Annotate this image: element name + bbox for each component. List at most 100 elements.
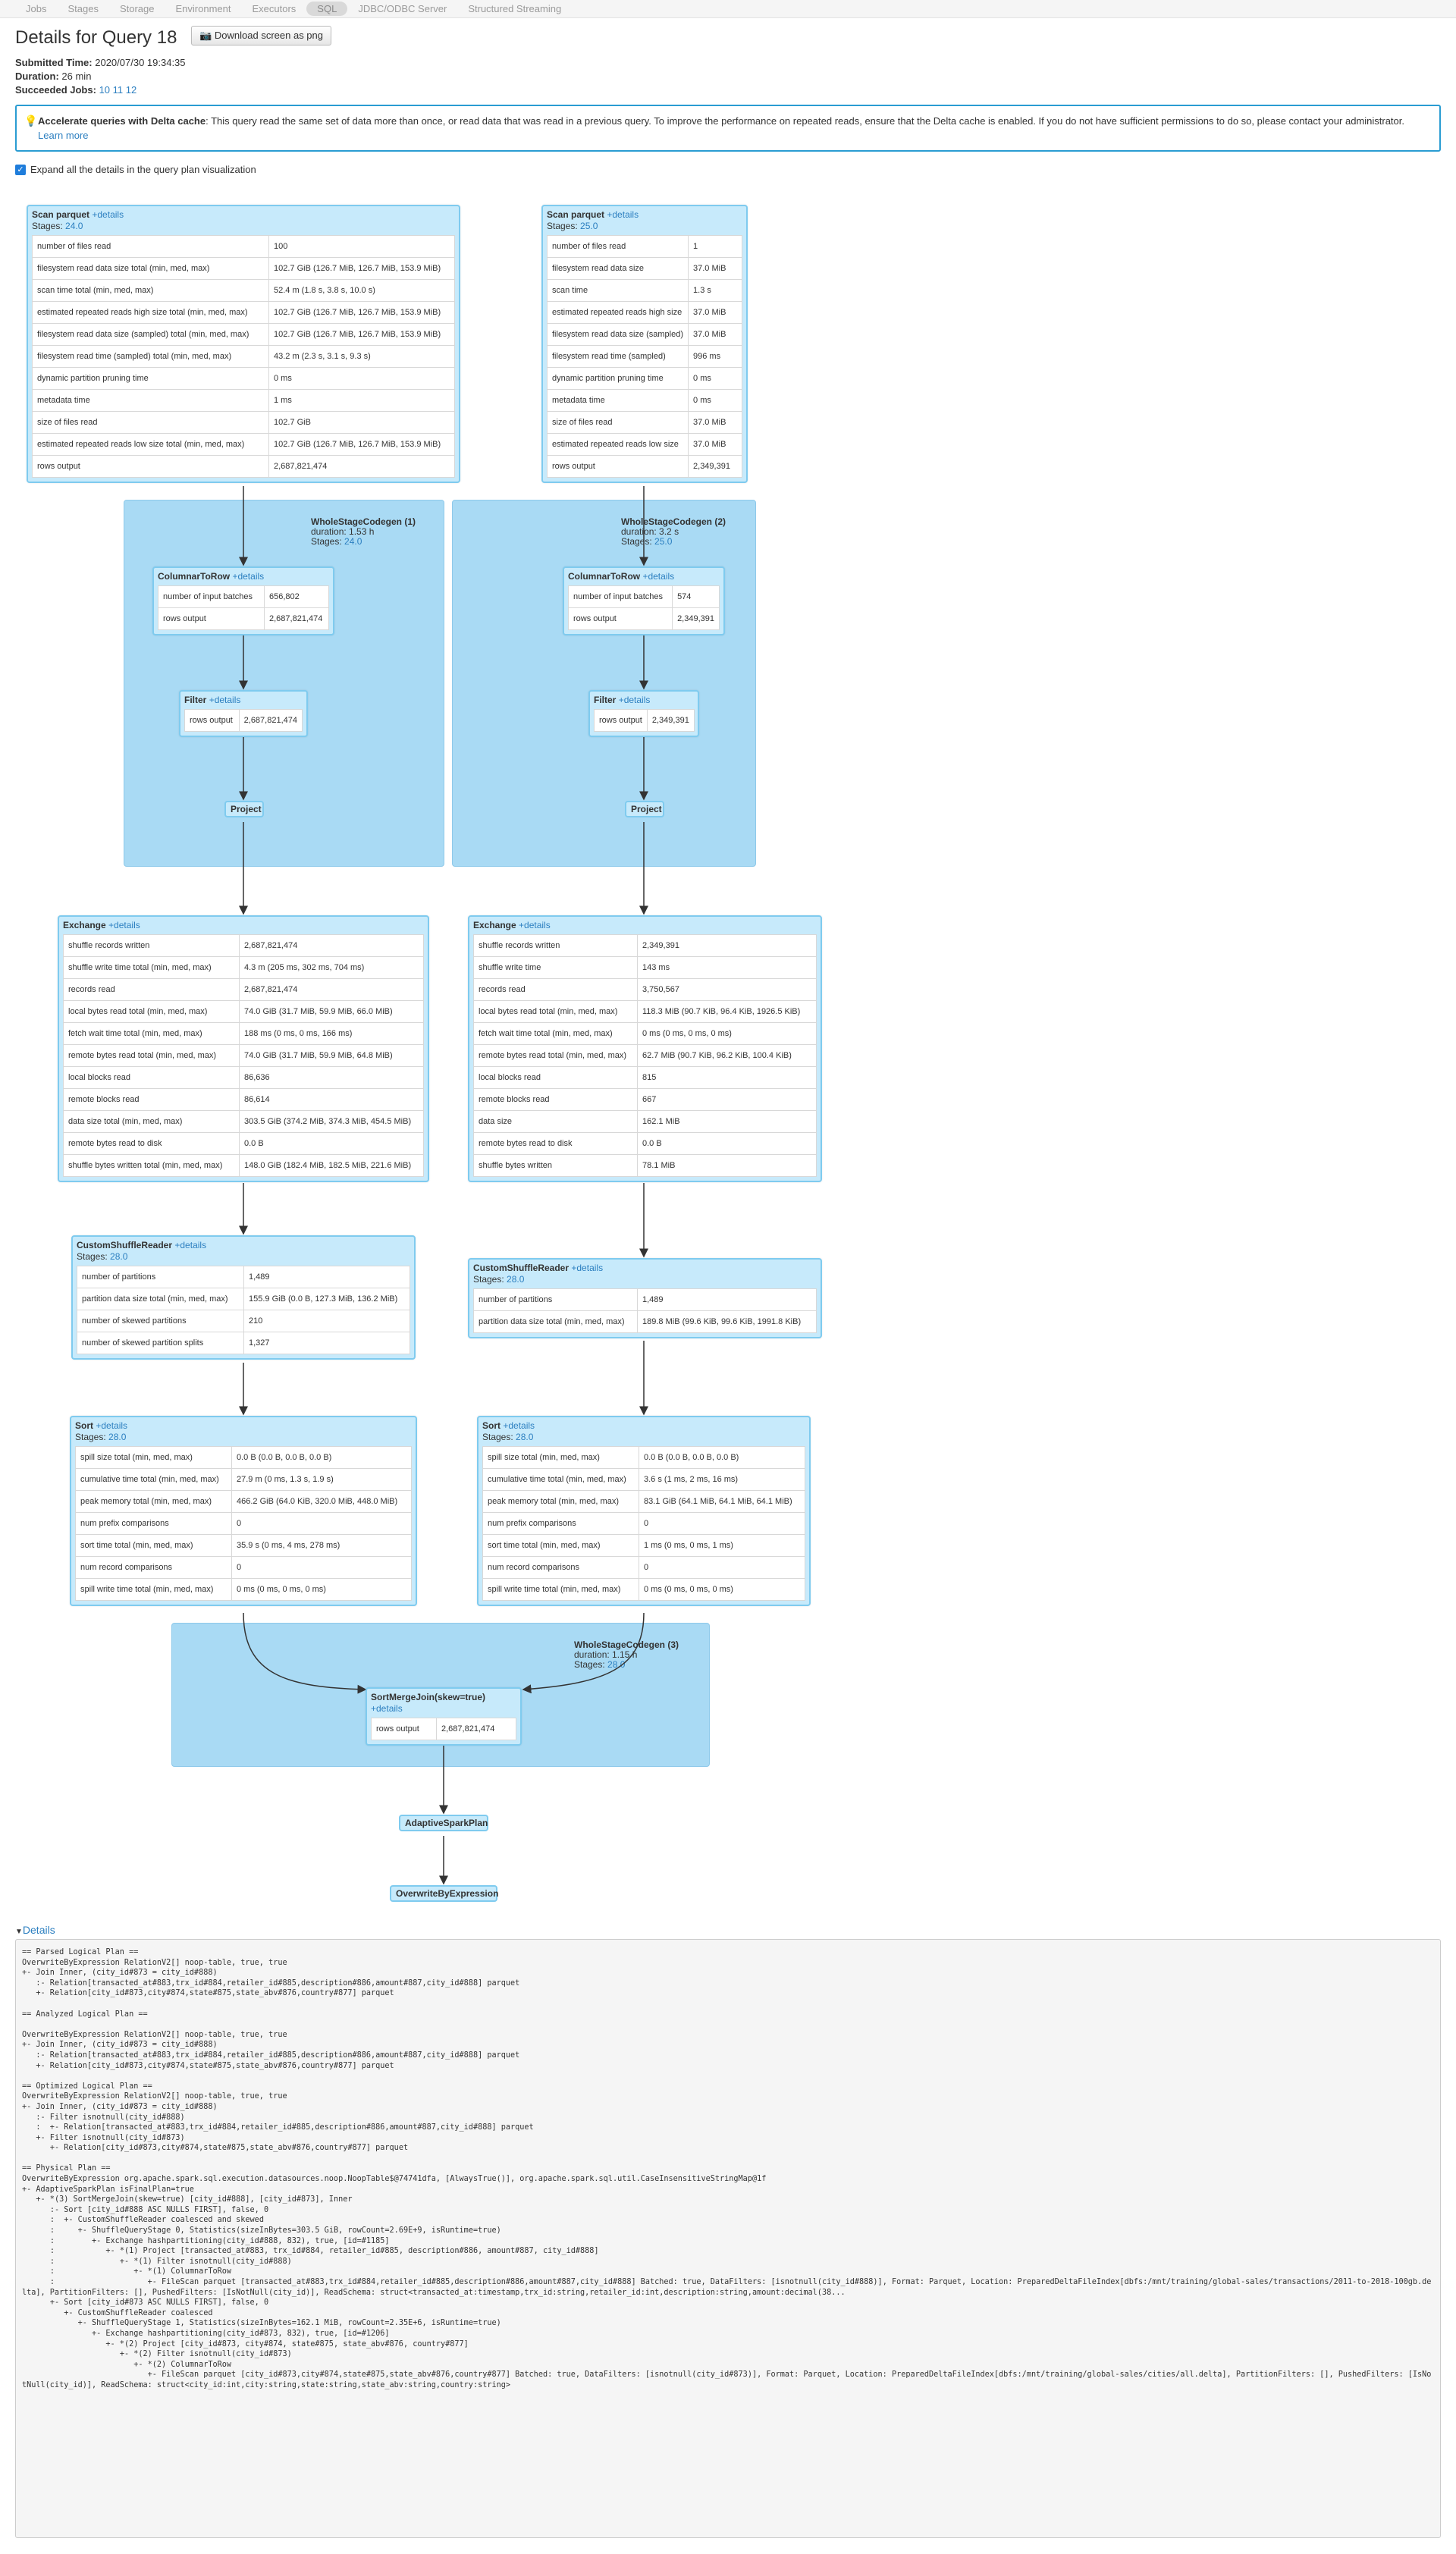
- node-scan-parquet-2[interactable]: Scan parquet +details Stages: 25.0 numbe…: [541, 205, 748, 483]
- node-customshufflereader-1[interactable]: CustomShuffleReader +details Stages: 28.…: [71, 1235, 416, 1360]
- expand-details-label: Expand all the details in the query plan…: [30, 164, 256, 175]
- metric-value: 0: [231, 1556, 412, 1579]
- job-link-11[interactable]: 11: [112, 84, 124, 96]
- metric-row: spill size total (min, med, max)0.0 B (0…: [482, 1446, 805, 1469]
- edge-sort2-smj: [522, 1612, 645, 1694]
- metric-value: 0: [639, 1512, 805, 1535]
- query-meta: Submitted Time: 2020/07/30 19:34:35 Dura…: [15, 56, 1441, 97]
- details-toggle[interactable]: +details: [618, 695, 651, 705]
- nav-storage[interactable]: Storage: [119, 3, 155, 14]
- metric-row: remote bytes read total (min, med, max)6…: [473, 1044, 817, 1067]
- node-title-text: Exchange: [473, 920, 516, 930]
- metric-name: local blocks read: [63, 1066, 240, 1089]
- delta-cache-alert: 💡 Accelerate queries with Delta cache: T…: [15, 105, 1441, 152]
- node-title-text: SortMergeJoin(skew=true): [371, 1692, 486, 1702]
- download-png-button[interactable]: 📷 Download screen as png: [191, 25, 331, 45]
- node-sortmergejoin[interactable]: SortMergeJoin(skew=true) +details rows o…: [366, 1687, 522, 1746]
- node-customshufflereader-2[interactable]: CustomShuffleReader +details Stages: 28.…: [468, 1258, 822, 1338]
- node-sort-1[interactable]: Sort +details Stages: 28.0 spill size to…: [70, 1416, 417, 1606]
- node-stages-value: 28.0: [108, 1432, 127, 1442]
- nav-stages[interactable]: Stages: [67, 3, 99, 14]
- metric-row: filesystem read time (sampled)996 ms: [546, 345, 742, 368]
- node-project-2[interactable]: Project: [625, 801, 664, 817]
- metric-value: 0 ms: [688, 389, 742, 412]
- details-toggle[interactable]: +details: [503, 1420, 535, 1431]
- metric-name: local bytes read total (min, med, max): [63, 1000, 240, 1023]
- cluster-wholestagecodegen-1[interactable]: WholeStageCodegen (1) duration: 1.53 h S…: [124, 500, 444, 867]
- learn-more-link[interactable]: Learn more: [38, 130, 89, 141]
- details-toggle[interactable]: +details: [209, 695, 241, 705]
- metric-name: rows output: [594, 709, 648, 732]
- details-toggle[interactable]: +details: [96, 1420, 128, 1431]
- node-exchange-2[interactable]: Exchange +details shuffle records writte…: [468, 915, 822, 1182]
- metric-value: 37.0 MiB: [688, 323, 742, 346]
- cluster-2-stages[interactable]: 25.0: [654, 536, 673, 547]
- cluster-3-duration: 1.15 h: [612, 1649, 638, 1660]
- node-columnartorow-2[interactable]: ColumnarToRow +details number of input b…: [563, 566, 725, 635]
- metric-value: 37.0 MiB: [688, 301, 742, 324]
- cluster-1-title: WholeStageCodegen (1) duration: 1.53 h S…: [311, 517, 416, 547]
- node-title: SortMergeJoin(skew=true) +details: [371, 1692, 516, 1715]
- job-link-12[interactable]: 12: [125, 84, 137, 96]
- nav-jdbc-odbc-server[interactable]: JDBC/ODBC Server: [358, 3, 447, 14]
- details-toggle[interactable]: +details: [174, 1240, 207, 1250]
- details-toggle[interactable]: +details: [232, 571, 265, 582]
- details-toggle-link[interactable]: ▼Details: [15, 1924, 55, 1936]
- metric-value: 0.0 B (0.0 B, 0.0 B, 0.0 B): [639, 1446, 805, 1469]
- details-toggle[interactable]: +details: [642, 571, 675, 582]
- metric-name: partition data size total (min, med, max…: [473, 1310, 638, 1333]
- nav-jobs[interactable]: Jobs: [26, 3, 47, 14]
- node-adaptivesparkplan-label: AdaptiveSparkPlan: [405, 1818, 488, 1828]
- job-link-10[interactable]: 10: [99, 84, 111, 96]
- cluster-3-stages[interactable]: 28.0: [607, 1659, 626, 1670]
- nav-structured-streaming[interactable]: Structured Streaming: [468, 3, 562, 14]
- node-adaptivesparkplan[interactable]: AdaptiveSparkPlan: [399, 1815, 488, 1831]
- nav-executors[interactable]: Executors: [252, 3, 297, 14]
- node-project-1[interactable]: Project: [224, 801, 264, 817]
- metric-value: 574: [672, 585, 720, 608]
- lightbulb-icon: 💡: [24, 115, 38, 127]
- cluster-1-stages[interactable]: 24.0: [344, 536, 362, 547]
- nav-environment[interactable]: Environment: [175, 3, 231, 14]
- metric-name: fetch wait time total (min, med, max): [473, 1022, 638, 1045]
- node-exchange-1[interactable]: Exchange +details shuffle records writte…: [58, 915, 429, 1182]
- page-title: Details for Query 18 📷 Download screen a…: [15, 25, 1441, 49]
- metric-name: filesystem read data size (sampled): [546, 323, 689, 346]
- details-toggle[interactable]: +details: [371, 1703, 403, 1714]
- metric-row: peak memory total (min, med, max)466.2 G…: [75, 1490, 412, 1513]
- details-toggle[interactable]: +details: [108, 920, 140, 930]
- metric-row: estimated repeated reads low size total …: [32, 433, 455, 456]
- details-toggle[interactable]: +details: [607, 209, 639, 220]
- node-title-text: Filter: [594, 695, 617, 705]
- node-columnartorow-1[interactable]: ColumnarToRow +details number of input b…: [152, 566, 334, 635]
- details-toggle[interactable]: +details: [571, 1263, 604, 1273]
- metric-name: remote bytes read total (min, med, max): [63, 1044, 240, 1067]
- metric-name: shuffle records written: [473, 934, 638, 957]
- details-toggle[interactable]: +details: [92, 209, 124, 220]
- node-sort-2[interactable]: Sort +details Stages: 28.0 spill size to…: [477, 1416, 811, 1606]
- metrics-table: spill size total (min, med, max)0.0 B (0…: [482, 1446, 805, 1601]
- metrics-table: spill size total (min, med, max)0.0 B (0…: [75, 1446, 412, 1601]
- cluster-1-name: WholeStageCodegen (1): [311, 516, 416, 527]
- nav-sql[interactable]: SQL: [306, 2, 348, 16]
- details-toggle[interactable]: +details: [519, 920, 551, 930]
- node-overwritebyexpression[interactable]: OverwriteByExpression: [390, 1885, 498, 1902]
- expand-details-checkbox[interactable]: ✓: [15, 164, 26, 175]
- plan-edges: [239, 486, 648, 1885]
- metric-row: remote bytes read total (min, med, max)7…: [63, 1044, 424, 1067]
- metric-row: cumulative time total (min, med, max)27.…: [75, 1468, 412, 1491]
- cluster-wholestagecodegen-2[interactable]: WholeStageCodegen (2) duration: 3.2 s St…: [452, 500, 756, 867]
- node-scan-parquet-1[interactable]: Scan parquet +details Stages: 24.0 numbe…: [27, 205, 460, 483]
